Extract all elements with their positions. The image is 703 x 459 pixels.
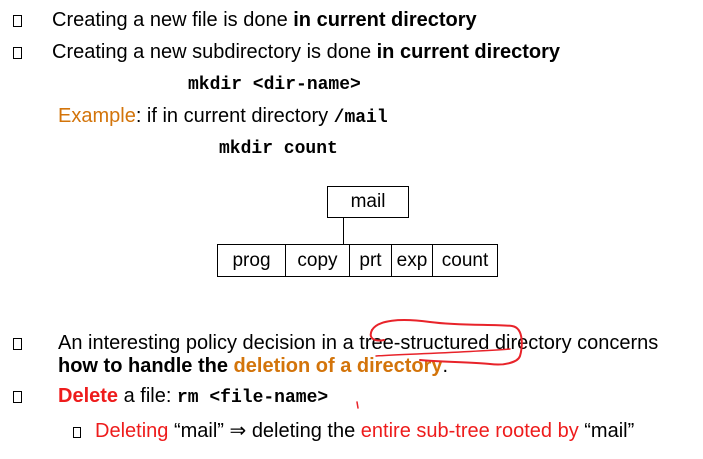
bullet-policy-decision-cont: how to handle the deletion of a director… [58, 355, 449, 377]
tree-child-count: count [432, 244, 498, 277]
sub-bullet-delete-mail: Deleting “mail” ⇒ deleting the entire su… [95, 420, 635, 442]
bullet-policy-decision: An interesting policy decision in a tree… [58, 332, 659, 354]
bullet-marker [13, 15, 22, 27]
bullet-marker [13, 47, 22, 59]
tree-child-copy: copy [285, 244, 349, 277]
bullet-new-subdirectory: Creating a new subdirectory is done in c… [52, 41, 561, 63]
tree-child-prog: prog [217, 244, 285, 277]
tree-child-exp: exp [391, 244, 432, 277]
tree-root-mail: mail [327, 186, 409, 218]
bullet-new-file: Creating a new file is done in current d… [52, 9, 477, 31]
command-mkdir-count: mkdir count [219, 139, 338, 159]
sub-bullet-marker [73, 427, 81, 438]
bullet-marker [13, 391, 22, 403]
example-line: Example: if in current directory /mail [58, 105, 388, 128]
bullet-marker [13, 338, 22, 350]
bullet-delete-file: Delete a file: rm <file-name> [58, 385, 329, 408]
tree-child-prt: prt [349, 244, 391, 277]
command-mkdir-syntax: mkdir <dir-name> [188, 75, 361, 95]
tree-connector [343, 218, 344, 244]
